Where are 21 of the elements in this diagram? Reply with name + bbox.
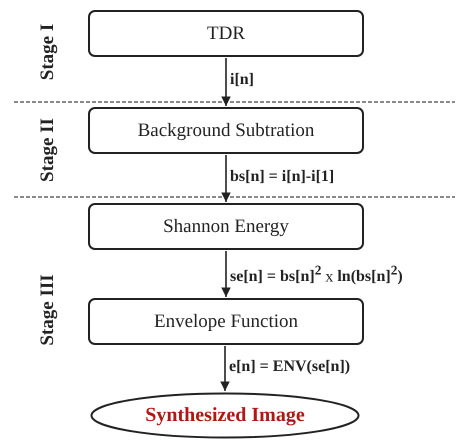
edge-label: bs[n] = i[n]-i[1] bbox=[229, 168, 336, 186]
node-label: TDR bbox=[207, 22, 245, 44]
stage-label: Stage I bbox=[37, 24, 59, 80]
process-box bbox=[88, 203, 364, 250]
edge-label: i[n] bbox=[229, 71, 255, 89]
node-label: Shannon Energy bbox=[163, 216, 289, 238]
process-box bbox=[88, 298, 364, 345]
node-label: Background Subtration bbox=[138, 120, 314, 142]
arrow bbox=[221, 155, 231, 202]
stage-label: Stage II bbox=[37, 118, 59, 182]
edge-label: se[n] = bs[n]$^{2}$ x ln(bs[n]$^{2}$) bbox=[229, 263, 404, 286]
edge-label: e[n] = ENV(se[n]) bbox=[228, 358, 352, 376]
arrow bbox=[221, 58, 231, 106]
node-label: Envelope Function bbox=[154, 310, 298, 332]
stage-label: Stage III bbox=[37, 274, 59, 346]
arrow bbox=[220, 346, 230, 391]
process-box bbox=[88, 107, 364, 154]
node-label: Synthesized Image bbox=[145, 404, 305, 427]
terminal-ellipse bbox=[90, 392, 360, 439]
process-box bbox=[88, 10, 364, 57]
arrow bbox=[221, 251, 231, 297]
